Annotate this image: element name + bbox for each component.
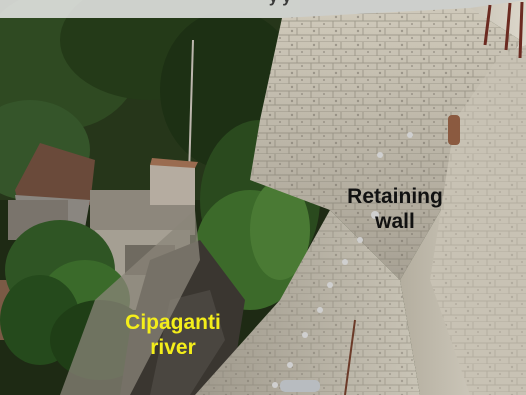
top-partial-caption: y y: [190, 0, 370, 10]
retaining-wall-label-line2: wall: [375, 210, 415, 233]
river-label-line2: river: [150, 336, 196, 359]
river-label: Cipaganti river: [110, 310, 236, 360]
railing: [483, 1, 524, 59]
retaining-wall-label: Retaining wall: [334, 184, 456, 234]
river-label-line1: Cipaganti: [125, 311, 221, 334]
retaining-wall-label-line1: Retaining: [347, 185, 443, 208]
